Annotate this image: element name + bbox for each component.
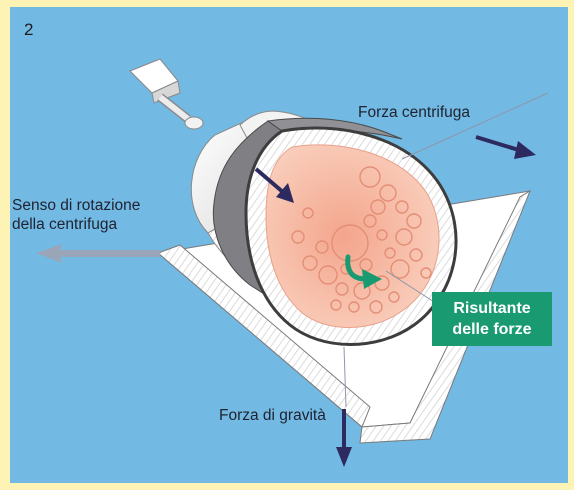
rotor-shaft — [130, 59, 203, 129]
resultant-label-line2: delle forze — [432, 319, 552, 340]
gravity-force-label: Forza di gravità — [219, 406, 326, 425]
gravity-force-arrow — [336, 409, 352, 467]
resultant-forces-badge: Risultante delle forze — [432, 292, 552, 346]
resultant-label-line1: Risultante — [432, 298, 552, 319]
rotation-arrow — [36, 244, 160, 263]
rotation-label-line1: Senso di rotazione — [12, 196, 162, 215]
rotation-label-line2: della centrifuga — [12, 215, 162, 234]
centrifugal-force-label: Forza centrifuga — [358, 103, 470, 122]
diagram-panel: 2 — [10, 7, 568, 483]
centrifugal-force-arrow — [476, 137, 536, 159]
rotation-direction-label: Senso di rotazione della centrifuga — [12, 196, 162, 234]
